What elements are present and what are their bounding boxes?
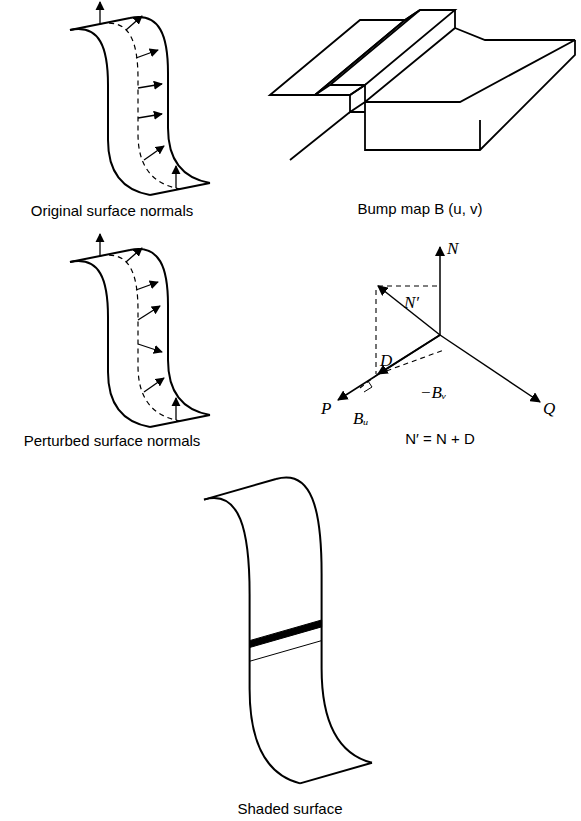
vector-label: −Bᵥ (420, 384, 447, 402)
perturbed-surface (70, 234, 210, 427)
vector-label: N′ (404, 294, 419, 312)
vector-label: P (321, 400, 331, 418)
vector-label: N (447, 240, 458, 258)
bump-map (270, 10, 575, 160)
vector-diagram (338, 247, 540, 402)
equation: N′ = N + D (405, 430, 475, 448)
vector-label: D (380, 352, 392, 370)
shaded-surface (204, 477, 372, 783)
caption: Perturbed surface normals (24, 432, 201, 450)
caption: Bump map B (u, v) (357, 200, 482, 218)
vector-label: Q (543, 400, 555, 418)
original-surface (70, 2, 210, 195)
caption: Original surface normals (31, 202, 194, 220)
caption: Shaded surface (237, 800, 342, 818)
vector-label: Bᵤ (353, 410, 368, 428)
